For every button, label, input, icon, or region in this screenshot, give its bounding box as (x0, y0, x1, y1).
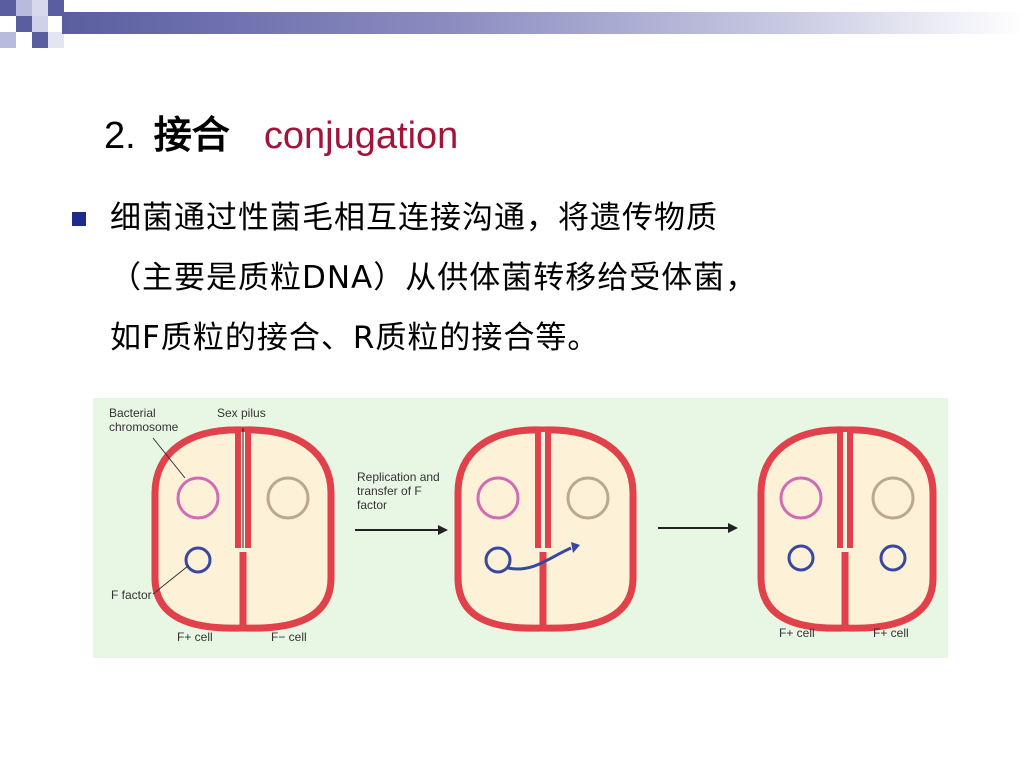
title-english: conjugation (263, 115, 459, 157)
label-bacterial-chromosome: Bacterial chromosome (109, 406, 179, 434)
label-replication: Replication and transfer of F factor (357, 470, 440, 512)
slide-title: 2. 接合 conjugation (104, 104, 458, 164)
title-chinese: 接合 (153, 113, 230, 157)
conjugation-diagram (151, 426, 937, 632)
bullet-square-icon (72, 212, 86, 226)
title-number: 2. (104, 115, 136, 157)
bullet-text: 细菌通过性菌毛相互连接沟通，将遗传物质 （主要是质粒DNA）从供体菌转移给受体菌… (110, 188, 950, 368)
f-factor-1 (184, 546, 212, 574)
chromosome-recipient-3 (871, 476, 915, 520)
bacterial-chromosome-1 (176, 476, 220, 520)
label-f-plus-cell-3: F+ cell (873, 626, 909, 640)
bullet-line-3: 如F质粒的接合、R质粒的接合等。 (110, 320, 600, 356)
corner-decoration (0, 0, 90, 60)
bacterial-chromosome-3 (779, 476, 823, 520)
label-f-plus-cell-1: F+ cell (177, 630, 213, 644)
f-minus-cell-body (239, 426, 335, 632)
chromosome-recipient-2 (566, 476, 610, 520)
bullet-line-1: 细菌通过性菌毛相互连接沟通，将遗传物质 (110, 200, 718, 236)
f-factor-3b (879, 544, 907, 572)
bacterial-chromosome-2 (476, 476, 520, 520)
bullet-line-2: （主要是质粒DNA）从供体菌转移给受体菌， (110, 260, 758, 296)
label-sex-pilus: Sex pilus (217, 406, 266, 420)
header-gradient-bar (62, 12, 1024, 34)
conjugation-figure: Bacterial chromosome Sex pilus F factor … (93, 398, 948, 658)
cell-pair-2 (454, 426, 637, 632)
transfer-arrow (507, 546, 572, 571)
label-f-factor: F factor (111, 588, 152, 602)
f-plus-cell-body-1 (151, 426, 247, 632)
chromosome-recipient-1 (266, 476, 310, 520)
label-f-minus-cell: F− cell (271, 630, 307, 644)
f-factor-3a (787, 544, 815, 572)
cell-pair-1 (151, 426, 335, 632)
cell-pair-3 (757, 426, 937, 632)
f-factor-2 (484, 546, 512, 574)
label-f-plus-cell-2: F+ cell (779, 626, 815, 640)
